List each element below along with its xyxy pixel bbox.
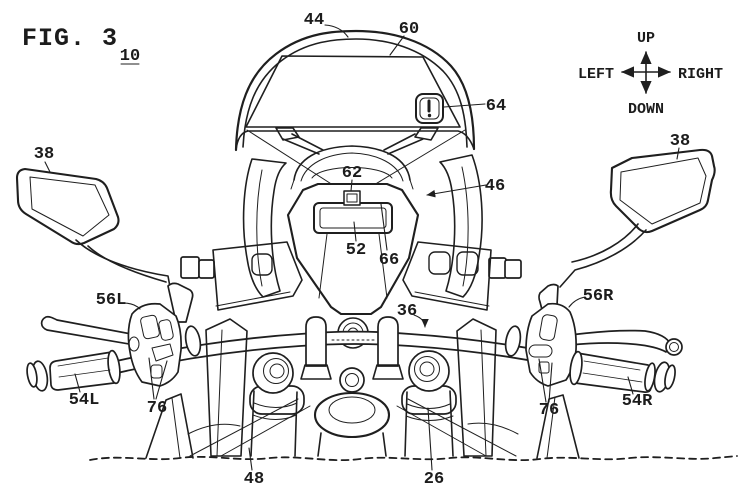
figure-reference-number: 10 (120, 47, 140, 66)
ground-break-line (89, 455, 738, 462)
ref-label-76-right: 76 (539, 401, 559, 420)
leader-48 (248, 447, 253, 471)
ref-label-64: 64 (486, 97, 506, 116)
meter-visor (290, 145, 414, 190)
ref-label-66: 66 (379, 251, 399, 270)
leader-54L (74, 373, 81, 393)
ref-label-38-right: 38 (670, 132, 690, 151)
side-panel-left (212, 241, 303, 311)
ref-label-36: 36 (397, 302, 417, 321)
steering-head (313, 391, 391, 457)
fairing-blade-right (439, 154, 483, 298)
ref-label-54R: 54R (622, 392, 653, 411)
leader-26 (427, 407, 433, 471)
hud-indicator-icon (415, 93, 444, 124)
ref-label-38-left: 38 (34, 145, 54, 164)
compass-down-label: DOWN (628, 101, 664, 118)
compass-rose: UP DOWN LEFT RIGHT (578, 30, 723, 118)
leader-52 (353, 221, 357, 242)
ref-label-54L: 54L (69, 391, 100, 410)
fairing-blade-left (242, 158, 287, 298)
leader-54R (627, 376, 634, 395)
figure-title: FIG. 3 (22, 24, 118, 53)
ref-label-52: 52 (346, 241, 366, 260)
compass-up-label: UP (637, 30, 655, 47)
leader-66 (380, 203, 388, 251)
leader-56L (122, 302, 141, 310)
ref-label-56R: 56R (583, 287, 614, 306)
leader-44 (324, 24, 349, 38)
switch-cluster-left (127, 302, 182, 387)
leader-62 (350, 179, 353, 192)
compass-right-label: RIGHT (678, 66, 723, 83)
compass-left-label: LEFT (578, 66, 614, 83)
leader-38-right (676, 147, 680, 160)
grip-right (569, 350, 676, 394)
ref-label-46: 46 (485, 177, 505, 196)
windscreen-outline (234, 29, 476, 152)
leader-36-arrow (413, 314, 429, 328)
ref-label-26: 26 (424, 470, 444, 489)
leader-56R (568, 296, 586, 308)
ref-label-44: 44 (304, 11, 324, 30)
reference-numerals: 44 60 64 38 38 62 52 66 46 36 56L 56R 54… (34, 11, 690, 489)
leader-60 (389, 35, 405, 56)
ref-label-56L: 56L (96, 291, 127, 310)
switch-cluster-right (525, 302, 577, 387)
ref-label-48: 48 (244, 470, 264, 489)
side-panel-right (402, 241, 492, 311)
leader-64 (443, 103, 486, 108)
brake-lever (528, 329, 683, 356)
leader-76R (538, 358, 553, 403)
ref-label-60: 60 (399, 20, 419, 39)
ref-label-76-left: 76 (147, 399, 167, 418)
mirror-left (15, 167, 215, 323)
grip-left (26, 349, 121, 392)
leader-46-arrow (426, 184, 487, 198)
figure-title-group: FIG. 3 10 (22, 24, 140, 66)
leader-38-left (44, 161, 51, 173)
sensor-box (343, 190, 361, 206)
fork-left (145, 318, 311, 459)
leader-lines (44, 24, 680, 471)
ref-label-62: 62 (342, 164, 362, 183)
leader-76L (148, 357, 168, 400)
fork-right (396, 318, 580, 459)
windscreen-stays (246, 127, 466, 195)
screen-panel (245, 55, 461, 128)
